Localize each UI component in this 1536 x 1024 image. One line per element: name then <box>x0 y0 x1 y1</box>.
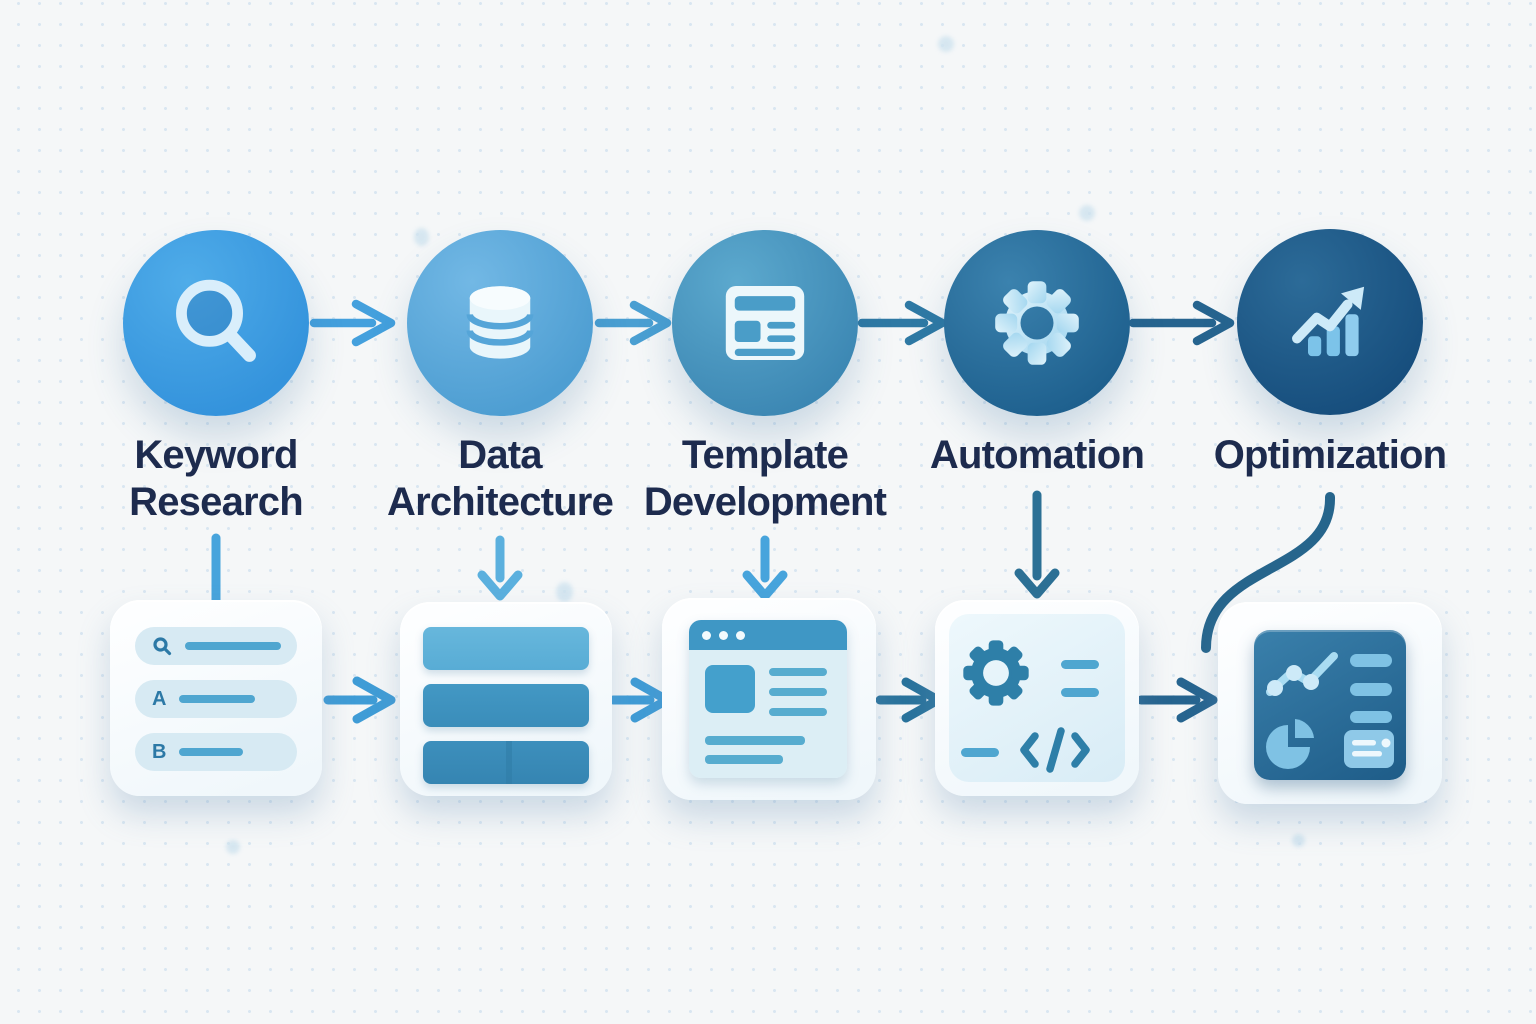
browser-dot <box>702 630 711 640</box>
data-row-bar <box>423 684 589 727</box>
template-preview-card <box>662 598 876 800</box>
data-row-bar <box>423 741 589 784</box>
template-to-automation-arrow <box>857 300 947 346</box>
dashboard-panel <box>1254 630 1406 780</box>
magnifier-icon <box>176 279 256 362</box>
automation-code-card <box>935 600 1139 796</box>
gear-small-icon <box>963 640 1029 706</box>
pie-chart <box>1266 725 1310 769</box>
code-icon <box>1020 727 1090 773</box>
text-line <box>705 736 805 745</box>
database-icon <box>466 286 534 359</box>
text-line <box>769 668 827 676</box>
card3-to-card4-arrow <box>875 677 943 723</box>
decorative-smudge <box>1292 834 1305 847</box>
search-result-row: A <box>135 680 297 718</box>
decorative-smudge <box>556 582 573 602</box>
pie-wedge <box>1295 719 1314 738</box>
row-marker-a: A <box>152 687 167 710</box>
trend-up-icon <box>1292 286 1365 357</box>
text-line <box>769 688 827 696</box>
step-circle-data-architecture <box>407 230 593 416</box>
automation-to-optimization-arrow <box>1128 300 1235 346</box>
decorative-smudge <box>226 840 240 854</box>
browser-content <box>689 650 847 778</box>
browser-dot <box>719 630 728 640</box>
optimization-curve-connector <box>1201 492 1336 653</box>
stat-bar <box>1350 711 1392 723</box>
step-circle-keyword-research <box>123 230 309 416</box>
analytics-dashboard-card <box>1218 602 1442 804</box>
text-placeholder-bar <box>179 748 244 756</box>
keyword-to-data-arrow <box>309 299 396 347</box>
browser-dot <box>736 630 745 640</box>
template-down-arrow <box>742 535 788 601</box>
text-placeholder-bar <box>185 642 281 650</box>
decorative-smudge <box>938 36 954 52</box>
step-label-keyword-research: Keyword Research <box>129 433 304 524</box>
summary-tile <box>1344 730 1394 768</box>
gear-icon <box>995 281 1079 365</box>
config-line <box>1061 660 1099 669</box>
keyword-list-card: A B <box>110 600 322 796</box>
text-line <box>705 755 783 764</box>
row-marker-b: B <box>152 740 167 763</box>
card4-to-card5-arrow <box>1136 677 1218 723</box>
browser-window-icon <box>689 620 847 778</box>
step-circle-optimization <box>1237 229 1423 415</box>
step-circle-template-development <box>672 230 858 416</box>
decorative-smudge <box>414 228 429 246</box>
config-line <box>1061 688 1099 697</box>
stat-bar <box>1350 683 1392 696</box>
hero-block <box>705 665 755 713</box>
data-down-arrow <box>477 535 523 601</box>
card2-to-card3-arrow <box>608 677 672 723</box>
search-result-row: B <box>135 733 297 771</box>
data-row-bar <box>423 627 589 670</box>
data-stack-card <box>400 602 612 796</box>
config-line <box>961 748 999 757</box>
card1-to-card2-arrow <box>323 676 396 724</box>
step-label-data-architecture: Data Architecture <box>386 433 614 524</box>
step-label-automation: Automation <box>929 433 1145 477</box>
magnifier-small-icon <box>153 637 172 656</box>
text-placeholder-bar <box>179 695 256 703</box>
step-label-template-development: Template Development <box>643 433 887 524</box>
step-circle-automation <box>944 230 1130 416</box>
browser-titlebar <box>689 620 847 650</box>
dashboard-icon <box>1266 652 1394 769</box>
text-line <box>769 708 827 716</box>
decorative-smudge <box>1079 205 1095 221</box>
stat-bar <box>1350 654 1392 667</box>
search-result-row <box>135 627 297 665</box>
automation-down-arrow <box>1014 490 1060 599</box>
template-icon <box>725 286 805 360</box>
step-label-optimization: Optimization <box>1213 433 1447 477</box>
data-to-template-arrow <box>594 300 672 346</box>
